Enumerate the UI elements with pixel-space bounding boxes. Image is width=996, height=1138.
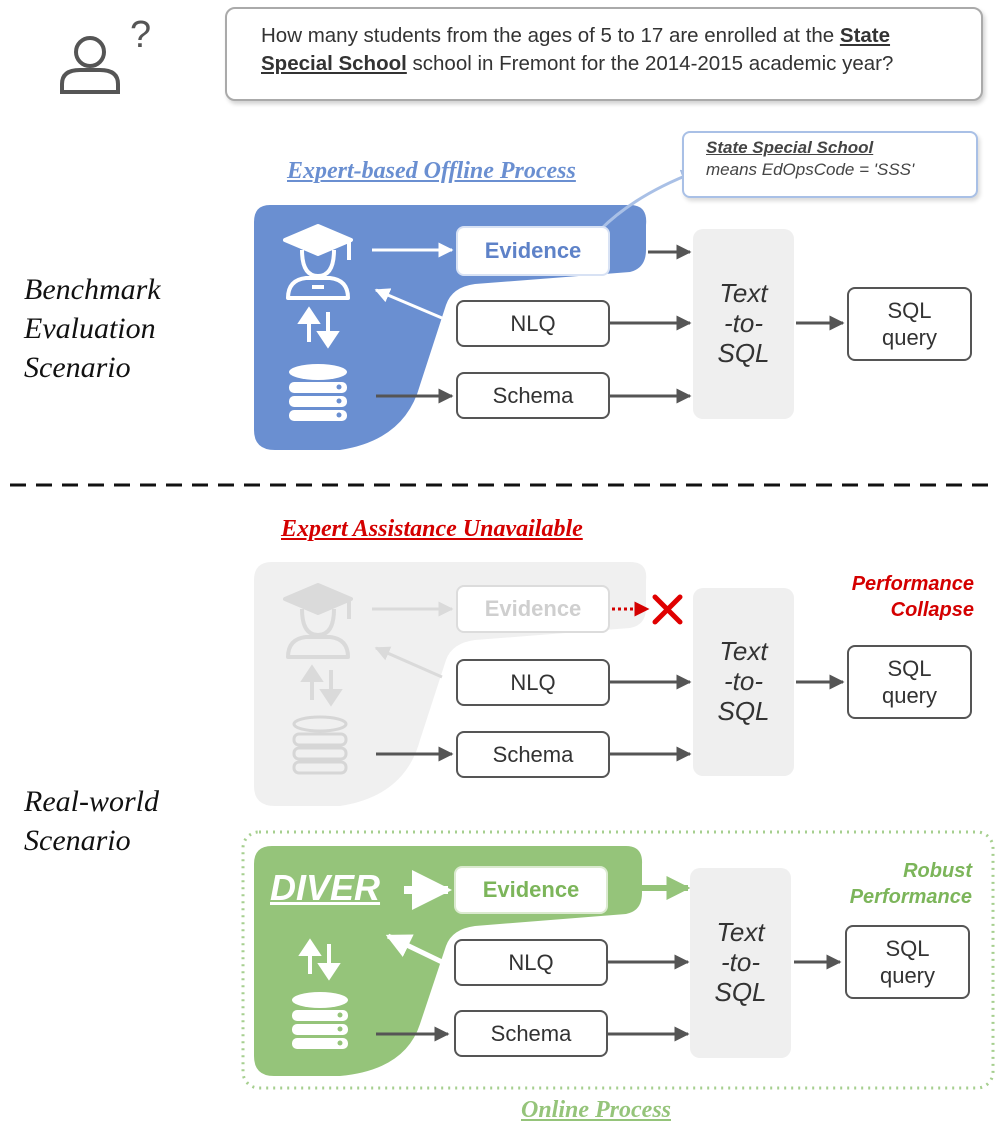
nlq-box: NLQ — [456, 300, 610, 347]
blocked-x-icon — [652, 594, 683, 625]
callout-body: means EdOpsCode = 'SSS' — [706, 160, 915, 180]
sql-mid-line-1: SQL — [887, 655, 932, 681]
online-process-outline — [241, 830, 995, 1090]
schema-box-bottom: Schema — [454, 1010, 608, 1057]
sync-arrows-icon — [297, 306, 340, 349]
t2s-mid-line-1: Text — [719, 636, 768, 667]
nlq-box-mid: NLQ — [456, 659, 610, 706]
diver-label: DIVER — [270, 867, 381, 908]
nlq-box-bottom: NLQ — [454, 939, 608, 986]
t2s-mid-line-3: SQL — [717, 695, 770, 726]
schema-box: Schema — [456, 372, 610, 419]
question-entity-1: State — [839, 24, 891, 47]
callout-title: State Special School — [706, 138, 874, 157]
arrow-nlq-to-expert — [374, 288, 443, 320]
sql-bottom-line-2: query — [879, 963, 936, 988]
question-text-post: school in Fremont for the 2014-2015 acad… — [406, 52, 894, 76]
evidence-box-green: Evidence — [454, 866, 608, 914]
text-to-sql-block: Text -to- SQL — [693, 229, 794, 419]
sql-query-box-bottom: SQL query — [845, 925, 970, 999]
benchmark-line-2: Evaluation — [24, 312, 156, 345]
benchmark-line-1: Benchmark — [24, 273, 161, 306]
evidence-box-faded: Evidence — [456, 585, 610, 633]
question-entity-2: Special School — [261, 52, 407, 76]
realworld-scenario-label: Real-world Scenario — [24, 782, 159, 860]
arrow-nlq-to-expert-faded — [374, 646, 443, 679]
sql-bottom-line-1: SQL — [885, 935, 930, 961]
benchmark-scenario-label: Benchmark Evaluation Scenario — [24, 270, 161, 387]
heading-online-process: Online Process — [521, 1097, 671, 1123]
collapse-line-2: Collapse — [890, 599, 974, 621]
sql-mid-line-2: query — [881, 683, 938, 708]
t2s-bottom-line-2: -to- — [721, 947, 760, 978]
t2s-line-2: -to- — [724, 308, 763, 339]
t2s-bottom-line-1: Text — [716, 917, 765, 948]
sync-arrows-faded-icon — [300, 664, 343, 707]
sql-query-box-mid: SQL query — [847, 645, 972, 719]
realworld-line-1: Real-world — [24, 785, 159, 818]
sync-arrows-green-icon — [298, 938, 341, 981]
question-box: How many students from the ages of 5 to … — [225, 7, 983, 101]
benchmark-line-3: Scenario — [24, 351, 131, 384]
collapse-line-1: Performance — [851, 573, 974, 595]
text-to-sql-block-bottom: Text -to- SQL — [690, 868, 791, 1058]
text-to-sql-block-mid: Text -to- SQL — [693, 588, 794, 776]
robust-performance-note: Robust Performance — [850, 858, 972, 910]
user-question-icon — [60, 36, 120, 94]
t2s-line-1: Text — [719, 278, 768, 309]
heading-expert-unavailable: Expert Assistance Unavailable — [281, 516, 583, 542]
realworld-line-2: Scenario — [24, 824, 131, 857]
robust-line-2: Performance — [849, 886, 972, 908]
question-mark: ? — [130, 14, 152, 56]
question-text-pre: How many students from the ages of 5 to … — [261, 24, 840, 47]
t2s-line-3: SQL — [717, 337, 770, 368]
graduate-expert-icon — [283, 224, 353, 300]
evidence-box: Evidence — [456, 226, 610, 276]
t2s-bottom-line-3: SQL — [714, 976, 767, 1007]
heading-offline-process: Expert-based Offline Process — [287, 158, 576, 184]
database-green-icon — [292, 992, 348, 1049]
graduate-expert-faded-icon — [283, 583, 353, 659]
t2s-mid-line-2: -to- — [724, 666, 763, 697]
schema-box-mid: Schema — [456, 731, 610, 778]
database-faded-icon — [292, 715, 348, 775]
sql-line-2: query — [881, 325, 938, 350]
performance-collapse-note: Performance Collapse — [852, 571, 974, 623]
evidence-callout: State Special School means EdOpsCode = '… — [682, 131, 978, 198]
arrow-nlq-to-diver — [385, 933, 444, 965]
sql-query-box: SQL query — [847, 287, 972, 361]
robust-line-1: Robust — [903, 860, 972, 882]
sql-line-1: SQL — [887, 297, 932, 323]
database-icon — [289, 364, 347, 421]
